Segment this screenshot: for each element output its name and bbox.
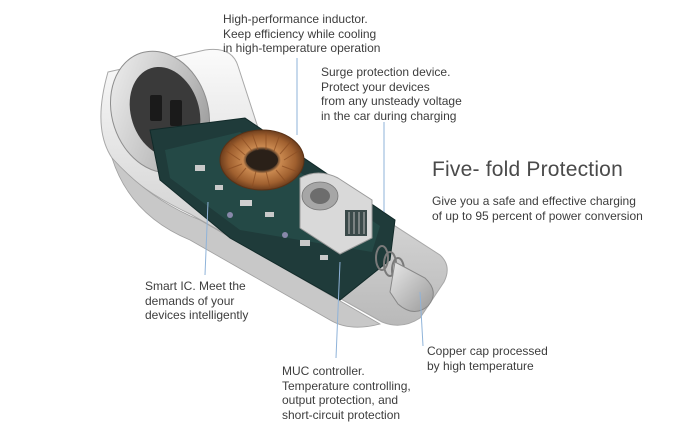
callout-surge: Surge protection device. Protect your de… [321,65,462,123]
callout-inductor-line: High-performance inductor. [223,12,368,26]
callout-muc-line: short-circuit protection [282,407,401,422]
callout-smart-ic-line: Smart IC. Meet the [145,279,246,293]
callout-muc-line: Temperature controlling, [282,378,411,393]
headline-description-line: Give you a safe and effective charging [432,194,636,208]
copper-cap [375,245,434,312]
callout-smart-ic: Smart IC. Meet the demands of your devic… [145,279,248,323]
surge-device [299,172,373,255]
callout-copper-cap-line: Copper cap processed [427,344,548,358]
inductor-coil [219,129,305,191]
headline-description-line: of up to 95 percent of power conversion [432,208,643,223]
callout-smart-ic-line: demands of your [145,293,235,308]
callout-muc: MUC controller. Temperature controlling,… [282,364,411,422]
callout-copper-cap-line: by high temperature [427,358,534,373]
callout-surge-line: from any unsteady voltage [321,94,462,108]
callout-copper-cap: Copper cap processed by high temperature [427,344,548,373]
callout-muc-line: MUC controller. [282,364,365,378]
headline-title: Five- fold Protection [432,158,623,181]
callout-surge-line: Protect your devices [321,79,430,94]
callout-inductor-line: Keep efficiency while cooling [223,26,377,41]
callout-surge-line: in the car during charging [321,108,457,123]
callout-inductor-line: in high-temperature operation [223,41,381,55]
callout-surge-line: Surge protection device. [321,65,451,79]
callout-muc-line: output protection, and [282,393,399,407]
headline-description: Give you a safe and effective charging o… [432,194,643,223]
callout-inductor: High-performance inductor. Keep efficien… [223,12,380,56]
callout-smart-ic-line: devices intelligently [145,308,249,322]
leader-lines [204,58,424,359]
